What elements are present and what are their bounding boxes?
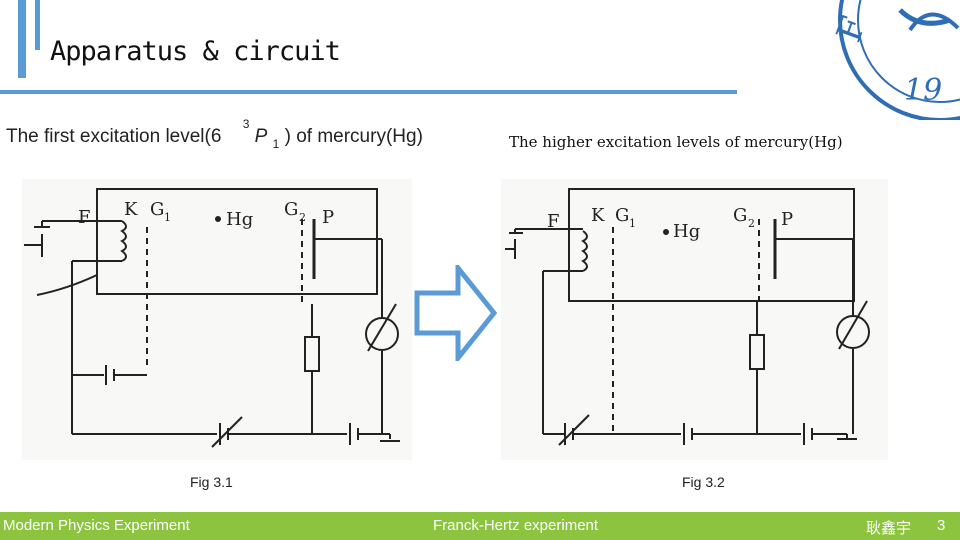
footer-author: 耿鑫宇 xyxy=(866,520,912,537)
label-grid2: G xyxy=(284,199,298,220)
label-filament: F xyxy=(547,211,560,232)
label-cathode: K xyxy=(124,199,138,220)
label-plate: P xyxy=(322,207,334,228)
seal-initial: F xyxy=(830,11,875,47)
circuit-diagram-2: F K G 1 Hg G 2 P xyxy=(505,188,870,446)
footer-topic: Franck-Hertz experiment xyxy=(433,517,599,534)
figure-2-caption: Fig 3.2 xyxy=(682,474,725,490)
circuit-figure-1: F K G 1 Hg G 2 P xyxy=(22,179,412,460)
slide-title: Apparatus & circuit xyxy=(50,36,341,67)
label-grid1-sub: 1 xyxy=(629,217,636,230)
label-mercury: Hg xyxy=(226,209,253,230)
label-plate: P xyxy=(781,209,793,230)
circuit-figure-2: F K G 1 Hg G 2 P xyxy=(501,179,888,460)
accent-bar-left xyxy=(18,0,26,78)
circuit-diagram-1: F K G 1 Hg G 2 P xyxy=(24,188,400,448)
page-number: 3 xyxy=(937,517,946,534)
label-grid2-sub: 2 xyxy=(299,211,306,224)
seal-text: 19 xyxy=(904,73,942,108)
accent-bar-right xyxy=(35,0,40,50)
label-mercury: Hg xyxy=(673,221,700,242)
subtitle-left-text-end: ) of mercury(Hg) xyxy=(284,126,423,147)
figure-1-caption: Fig 3.1 xyxy=(190,474,233,490)
title-divider xyxy=(0,90,737,94)
footer-bar: Modern Physics Experiment Franck-Hertz e… xyxy=(0,512,960,540)
right-arrow-icon xyxy=(414,265,498,361)
label-filament: F xyxy=(78,207,91,228)
label-grid1: G xyxy=(150,199,164,220)
label-grid2: G xyxy=(733,205,747,226)
label-cathode: K xyxy=(591,205,605,226)
label-grid1-sub: 1 xyxy=(164,211,171,224)
label-grid2-sub: 2 xyxy=(748,217,755,230)
subtitle-left-superscript: 3 xyxy=(242,117,250,131)
subtitle-left-subscript: 1 xyxy=(272,137,280,151)
subtitle-left-text: The first excitation level(6 xyxy=(6,126,222,147)
label-grid1: G xyxy=(615,205,629,226)
subtitle-higher-excitation: The higher excitation levels of mercury(… xyxy=(509,133,843,151)
footer-course-name: Modern Physics Experiment xyxy=(3,517,190,534)
subtitle-first-excitation: The first excitation level(6 3 P 1 ) of … xyxy=(6,117,423,151)
subtitle-left-symbol: P xyxy=(254,126,268,147)
university-seal-logo: F 19 xyxy=(830,0,960,120)
